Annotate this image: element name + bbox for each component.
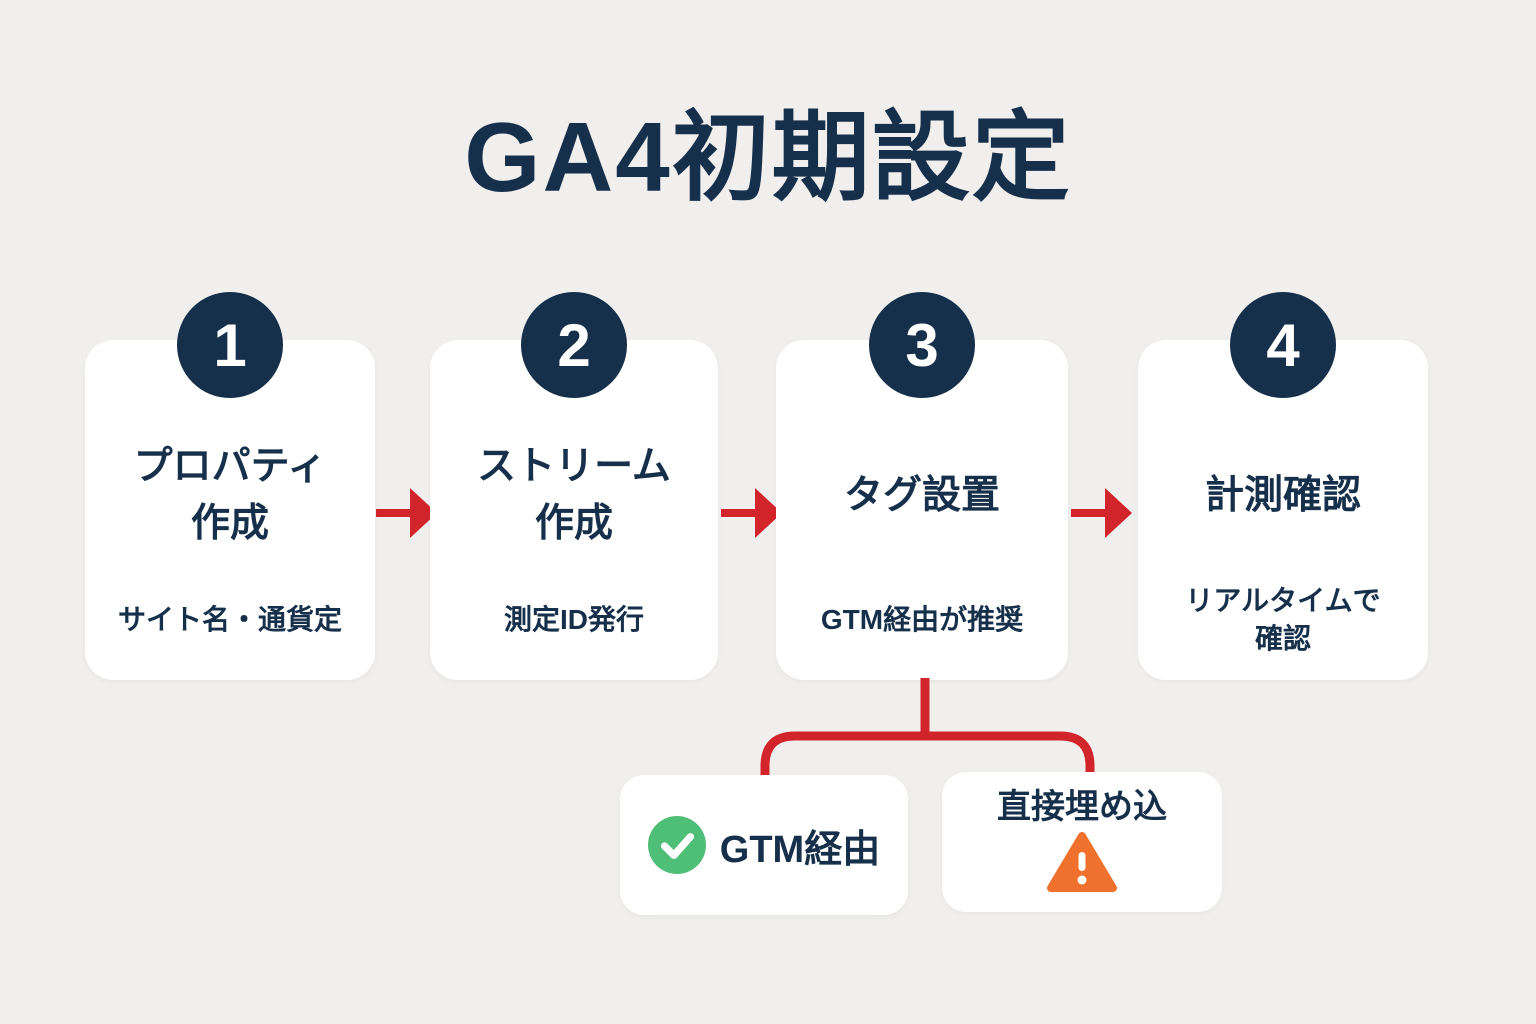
step-title-line: タグ設置: [843, 473, 1000, 517]
step-subtitle-line: GTM経由が推奨: [820, 604, 1024, 636]
step-number-badge: 3: [869, 292, 975, 398]
step-title: 計測確認: [1138, 420, 1428, 572]
step-subtitle-line: 測定ID発行: [503, 604, 644, 636]
step-number: 2: [557, 311, 591, 379]
step-subtitle-line: サイト名・通貨定: [117, 604, 342, 636]
step-number-badge: 4: [1230, 292, 1336, 398]
step-number: 3: [905, 311, 939, 379]
step-title-line: 計測確認: [1204, 473, 1361, 517]
step-number: 1: [213, 311, 247, 379]
step-card-3: 3 タグ設置 GTM経由が推奨: [776, 292, 1068, 680]
page-title: GA4初期設定: [464, 102, 1072, 212]
step-subtitle-line: リアルタイムで: [1185, 585, 1381, 617]
step-number: 4: [1266, 311, 1300, 379]
branch-label-direct-embed: 直接埋め込: [997, 788, 1167, 827]
step-subtitle-line: 確認: [1254, 623, 1311, 654]
arrow-right-icon: [376, 488, 437, 538]
step-card-4: 4 計測確認 リアルタイムで 確認: [1138, 292, 1428, 680]
step-subtitle: GTM経由が推奨: [776, 570, 1068, 670]
step-title-line: プロパティ: [133, 445, 327, 489]
arrow-right-icon: [1071, 488, 1132, 538]
step-title-line: 作成: [534, 502, 613, 545]
step-title: プロパティ 作成: [85, 420, 375, 572]
step-card-2: 2 ストリーム 作成 測定ID発行: [430, 292, 718, 680]
warning-triangle-icon: [1047, 831, 1117, 892]
branch-label-gtm: GTM経由: [719, 828, 881, 871]
arrow-right-icon: [721, 488, 782, 538]
step-subtitle: リアルタイムで 確認: [1138, 570, 1428, 670]
step-title: ストリーム 作成: [430, 420, 718, 572]
step-subtitle: サイト名・通貨定: [85, 570, 375, 670]
step-title-line: 作成: [190, 502, 269, 545]
branch-option-gtm: GTM経由: [620, 775, 908, 915]
step-subtitle: 測定ID発行: [430, 570, 718, 670]
step-title-line: ストリーム: [477, 445, 671, 489]
branch-option-direct-embed: 直接埋め込: [942, 772, 1222, 912]
step-title: タグ設置: [776, 420, 1068, 572]
step-number-badge: 1: [177, 292, 283, 398]
check-circle-icon: [647, 816, 706, 874]
step-number-badge: 2: [521, 292, 627, 398]
step-card-1: 1 プロパティ 作成 サイト名・通貨定: [85, 292, 375, 680]
